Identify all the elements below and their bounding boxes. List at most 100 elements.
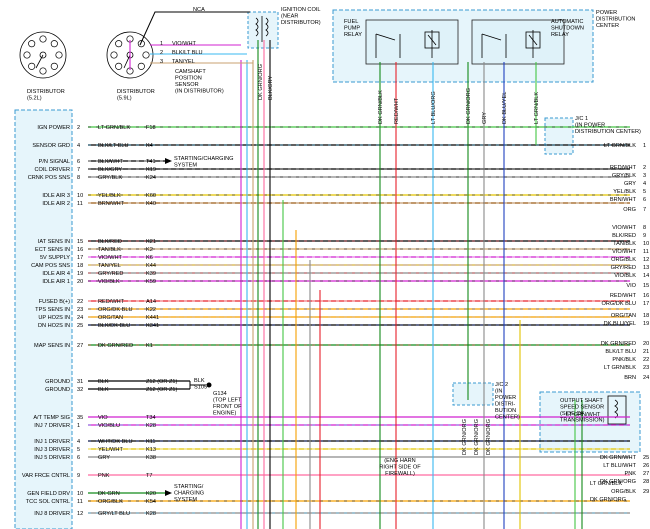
- relay-wire-label: DK GRN/ORG: [466, 88, 472, 124]
- distributor-terminal: [39, 67, 47, 75]
- pcm-pin-label: P/N SIGNAL: [39, 159, 70, 165]
- pcm-pin-number: 11: [77, 201, 83, 207]
- pdc-label: CENTER: [596, 23, 619, 29]
- right-wire-number: 28: [643, 479, 649, 485]
- pcm-wire-circuit-label: T34: [146, 415, 156, 421]
- pcm-connector-panel: [14, 109, 73, 529]
- pcm-wire-circuit-label: K4: [146, 143, 153, 149]
- pcm-wire-circuit-label: K40: [146, 201, 156, 207]
- distributor-terminal: [115, 40, 123, 48]
- right-wire-label: ORG/TAN: [611, 313, 636, 319]
- ground-terminal: [206, 382, 212, 388]
- pcm-wire-color-label: BLK/WHT: [98, 159, 123, 165]
- distributor-terminal: [23, 51, 31, 59]
- pcm-pin-label: TPS SENS IN: [35, 307, 70, 313]
- jc1-box: [544, 117, 574, 155]
- distributor-5-9l-label: (5.9L): [117, 96, 132, 102]
- pcm-wire-circuit-label: Z12 (OR Z1): [146, 387, 178, 393]
- pcm-pin-label: GROUND: [45, 387, 70, 393]
- right-wire-number: 15: [643, 283, 649, 289]
- right-wire-number: 5: [643, 189, 646, 195]
- right-wire-number: 2: [643, 165, 646, 171]
- pcm-pin-number: 22: [77, 299, 83, 305]
- pcm-pin-number: 1: [77, 423, 80, 429]
- starting-charging-label: CHARGING: [174, 491, 204, 497]
- pcm-wire-color-label: VIO/WHT: [98, 255, 123, 261]
- jc2-wire-label: DK GRN/ORG: [486, 419, 492, 455]
- output-shaft-sensor-label: TRANSMISSION): [560, 418, 605, 424]
- pcm-wire-circuit-label: K24: [146, 175, 156, 181]
- pcm-wire-color-label: LT GRN/BLK: [98, 125, 130, 131]
- pcm-pin-label: IGN POWER: [37, 125, 70, 131]
- pcm-wire-color-label: PNK: [98, 473, 110, 479]
- pcm-pin-number: 6: [77, 159, 80, 165]
- cam-sensor-pin: 2: [160, 50, 163, 56]
- right-wire-number: 7: [643, 207, 646, 213]
- relay-wire-label: LT BLU/ORG: [431, 91, 437, 124]
- eng-harness-label: (ENG HARN: [384, 458, 415, 464]
- pcm-pin-number: 5: [77, 447, 80, 453]
- pcm-wire-circuit-label: K19: [146, 167, 156, 173]
- pcm-pin-number: 10: [77, 491, 83, 497]
- pcm-wire-circuit-label: K60: [146, 193, 156, 199]
- pcm-pin-number: 32: [77, 387, 83, 393]
- starting-charging-label: STARTING/: [174, 484, 204, 490]
- cam-sensor-label: SENSOR: [175, 82, 199, 88]
- distributor-terminal: [137, 62, 145, 70]
- right-wire-number: 13: [643, 265, 649, 271]
- right-wire-label: PNK: [624, 471, 636, 477]
- right-wire-number: 26: [643, 463, 649, 469]
- pcm-wire-color-label: ORG/TAN: [98, 315, 123, 321]
- jc2-label: CENTER): [495, 415, 520, 421]
- right-wire-label: DK BLU/YEL: [604, 321, 636, 327]
- distributor-5-2l-icon: [19, 31, 67, 79]
- distributor-terminal: [110, 51, 118, 59]
- right-wire-label: LT GRN/BLK: [604, 365, 636, 371]
- distributor-terminal: [39, 35, 47, 43]
- pcm-pin-label: GEN FIELD DRV: [27, 491, 70, 497]
- right-wire-label: VIO/BLK: [614, 273, 636, 279]
- distributor-5-2l-label: (5.2L): [27, 96, 42, 102]
- pcm-wire-color-label: BLK/RED: [98, 239, 122, 245]
- pcm-wire-color-label: YEL/WHT: [98, 447, 123, 453]
- ignition-coil-symbol: [255, 16, 269, 42]
- pcm-wire-circuit-label: K441: [146, 315, 159, 321]
- nca-wire: [139, 11, 250, 46]
- pcm-wire-circuit-label: K13: [146, 447, 156, 453]
- jc2-wire-label: DK GRN/ORG: [462, 419, 468, 455]
- right-wire-number: 4: [643, 181, 646, 187]
- pcm-pin-number: 4: [77, 439, 80, 445]
- right-wire-number: 23: [643, 365, 649, 371]
- pcm-pin-label: IDLE AIR 4: [42, 271, 70, 277]
- right-wire-number: 8: [643, 225, 646, 231]
- right-wire-label: ORG/DK BLU: [601, 301, 636, 307]
- ground-splice-label: BLK: [194, 378, 205, 384]
- starting-charging-label: STARTING/CHARGING: [174, 156, 233, 162]
- pcm-wire-color-label: BLK/DK BLU: [98, 323, 130, 329]
- pcm-pin-label: CAM POS SNS: [31, 263, 70, 269]
- pcm-pin-number: 27: [77, 343, 83, 349]
- pdc-label: DISTRIBUTION: [596, 17, 635, 23]
- pcm-wire-color-label: YEL/BLK: [98, 193, 121, 199]
- pcm-wire-color-label: RED/WHT: [98, 299, 125, 305]
- starting-charging-label: SYSTEM: [174, 163, 197, 169]
- wire-layer: [88, 11, 630, 529]
- jc2-label: J/C 2: [495, 382, 508, 388]
- asd-relay-symbol: [481, 30, 541, 58]
- right-wire-label: VIO: [626, 283, 636, 289]
- pcm-wire-circuit-label: K28: [146, 511, 156, 517]
- pcm-wire-color-label: BLK: [98, 387, 109, 393]
- right-wire-number: 22: [643, 357, 649, 363]
- ground-splice-label: S105: [194, 385, 207, 391]
- right-wire-label: BLK/LT BLU: [605, 349, 636, 355]
- pcm-wire-color-label: BLK: [98, 379, 109, 385]
- right-wire-label: RED/WHT: [610, 293, 637, 299]
- pcm-pin-label: INJ 1 DRIVER: [34, 439, 70, 445]
- eng-harness-label: FIREWALL): [385, 471, 415, 477]
- output-shaft-sensor-coil: [607, 395, 627, 425]
- output-sensor-wire-label: LT GRN/BLK: [590, 481, 622, 487]
- right-wire-label: GRY/BLK: [612, 173, 636, 179]
- pcm-pin-number: 17: [77, 255, 83, 261]
- pcm-wire-circuit-label: K341: [146, 323, 159, 329]
- cam-sensor-label: (IN DISTRIBUTOR): [175, 89, 224, 95]
